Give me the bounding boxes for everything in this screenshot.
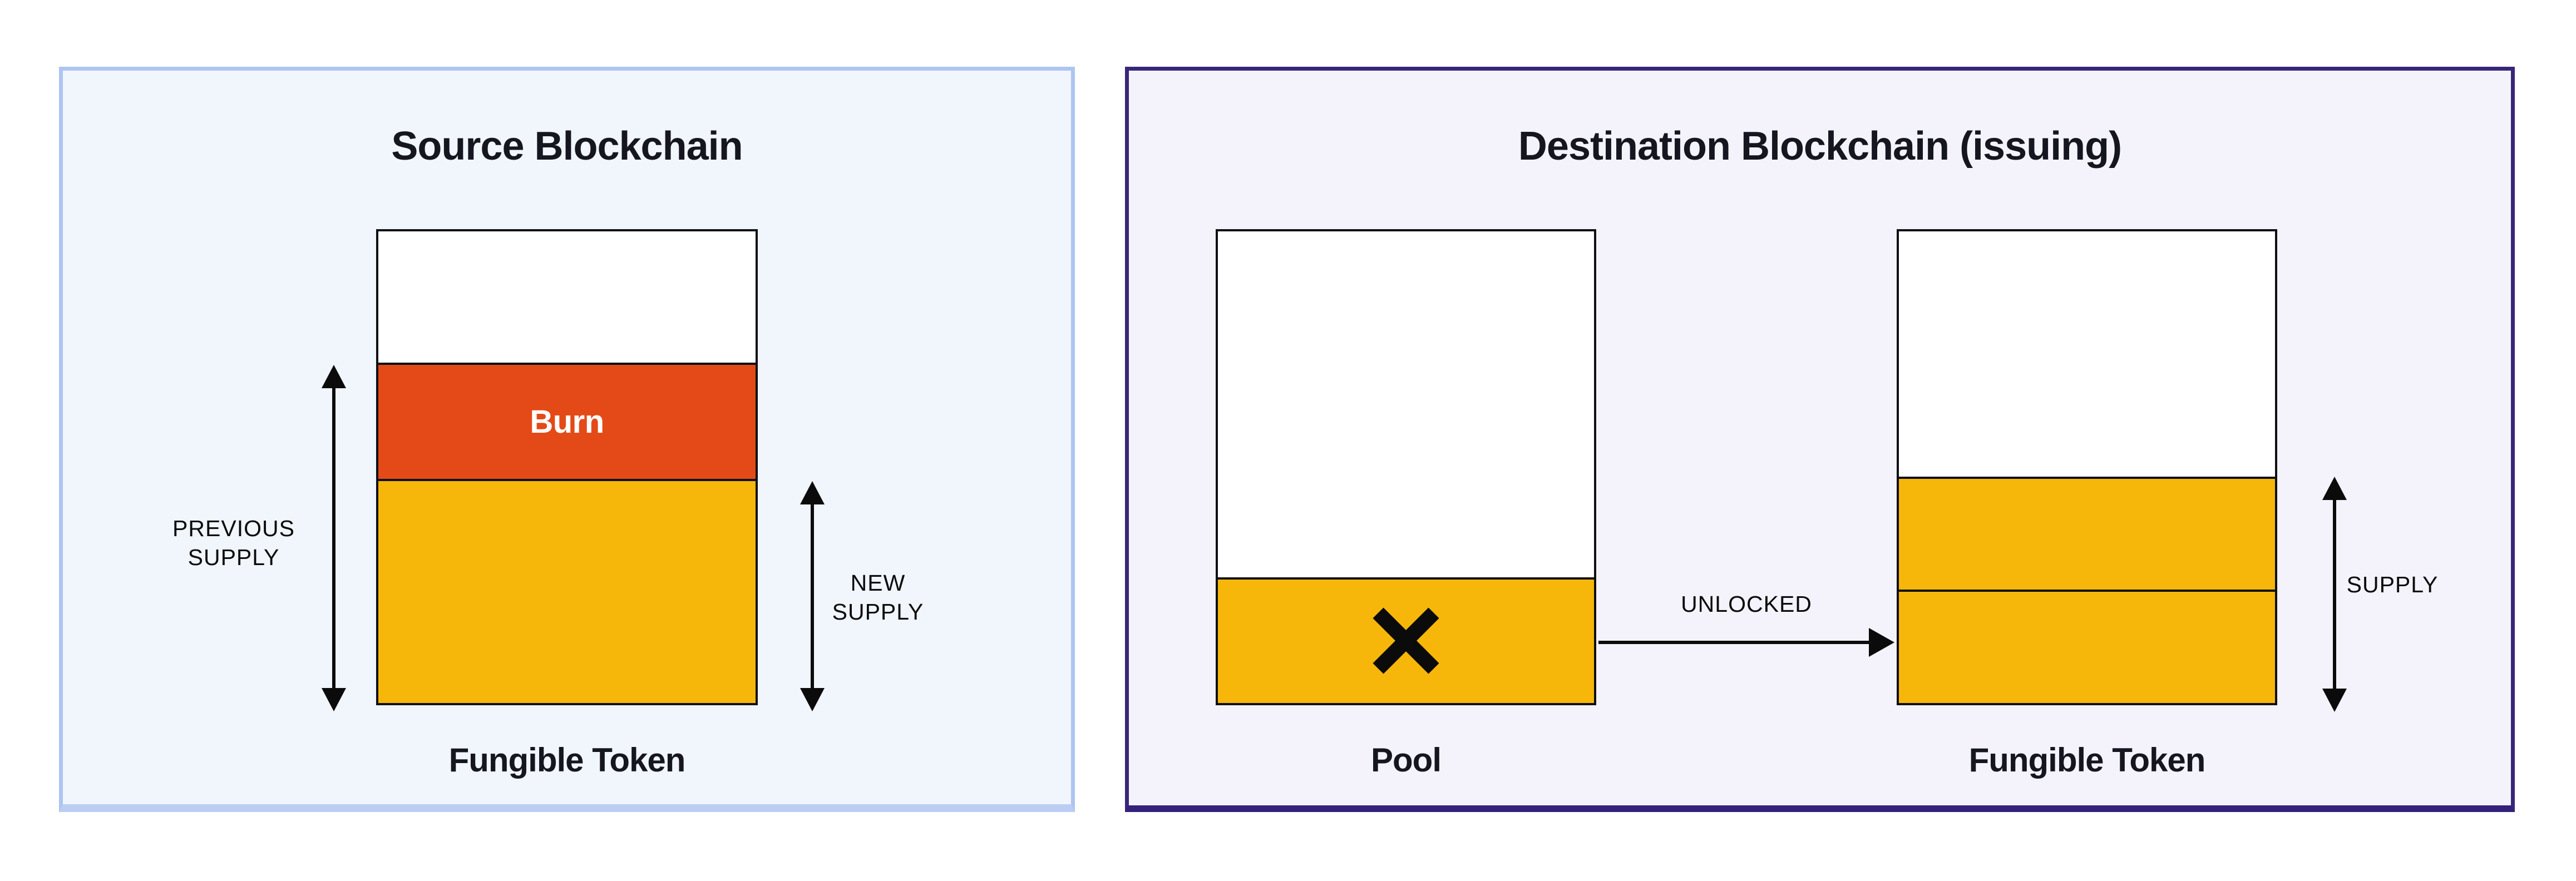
destination-bar-upper-supply-segment xyxy=(1899,477,2275,590)
destination-panel-title: Destination Blockchain (issuing) xyxy=(1518,124,2122,169)
pool-bar-label: Pool xyxy=(1371,741,1442,779)
arrow-right-head-icon xyxy=(1869,628,1894,657)
arrow-shaft xyxy=(2333,492,2336,696)
arrow-down-head-icon xyxy=(2322,689,2347,712)
pool-bar xyxy=(1216,229,1596,705)
destination-bar-label: Fungible Token xyxy=(1968,741,2206,779)
source-bar-burn-segment: Burn xyxy=(378,363,756,479)
supply-label: SUPPLY xyxy=(2346,572,2439,597)
unlocked-arrow-icon xyxy=(1598,626,1894,659)
source-panel-title: Source Blockchain xyxy=(391,124,743,169)
arrow-shaft xyxy=(332,380,335,696)
supply-double-arrow-icon xyxy=(2321,477,2348,712)
source-bar-empty-segment xyxy=(378,231,756,363)
destination-fungible-token-bar xyxy=(1897,229,2277,705)
arrow-down-head-icon xyxy=(800,688,825,711)
previous-supply-label: PREVIOUS SUPPLY xyxy=(172,516,295,570)
destination-bar-empty-segment xyxy=(1899,231,2275,477)
arrow-shaft xyxy=(811,497,814,696)
previous-supply-double-arrow-icon xyxy=(320,365,347,711)
new-supply-double-arrow-icon xyxy=(799,481,826,711)
source-blockchain-panel: Source Blockchain Burn Fungible Token PR… xyxy=(59,67,1075,812)
new-supply-label: NEW SUPPLY xyxy=(832,570,924,625)
arrow-shaft xyxy=(1598,641,1872,644)
source-bar-supply-segment xyxy=(378,479,756,703)
destination-blockchain-panel: Destination Blockchain (issuing) Pool UN… xyxy=(1125,67,2515,812)
x-cross-icon xyxy=(1373,607,1439,674)
destination-bar-lower-supply-segment xyxy=(1899,590,2275,703)
source-fungible-token-bar: Burn xyxy=(376,229,758,705)
burn-label: Burn xyxy=(530,404,604,440)
unlocked-label: UNLOCKED xyxy=(1681,591,1812,617)
arrow-down-head-icon xyxy=(322,688,346,711)
pool-bar-empty-segment xyxy=(1218,231,1594,577)
source-bar-label: Fungible Token xyxy=(448,741,686,779)
